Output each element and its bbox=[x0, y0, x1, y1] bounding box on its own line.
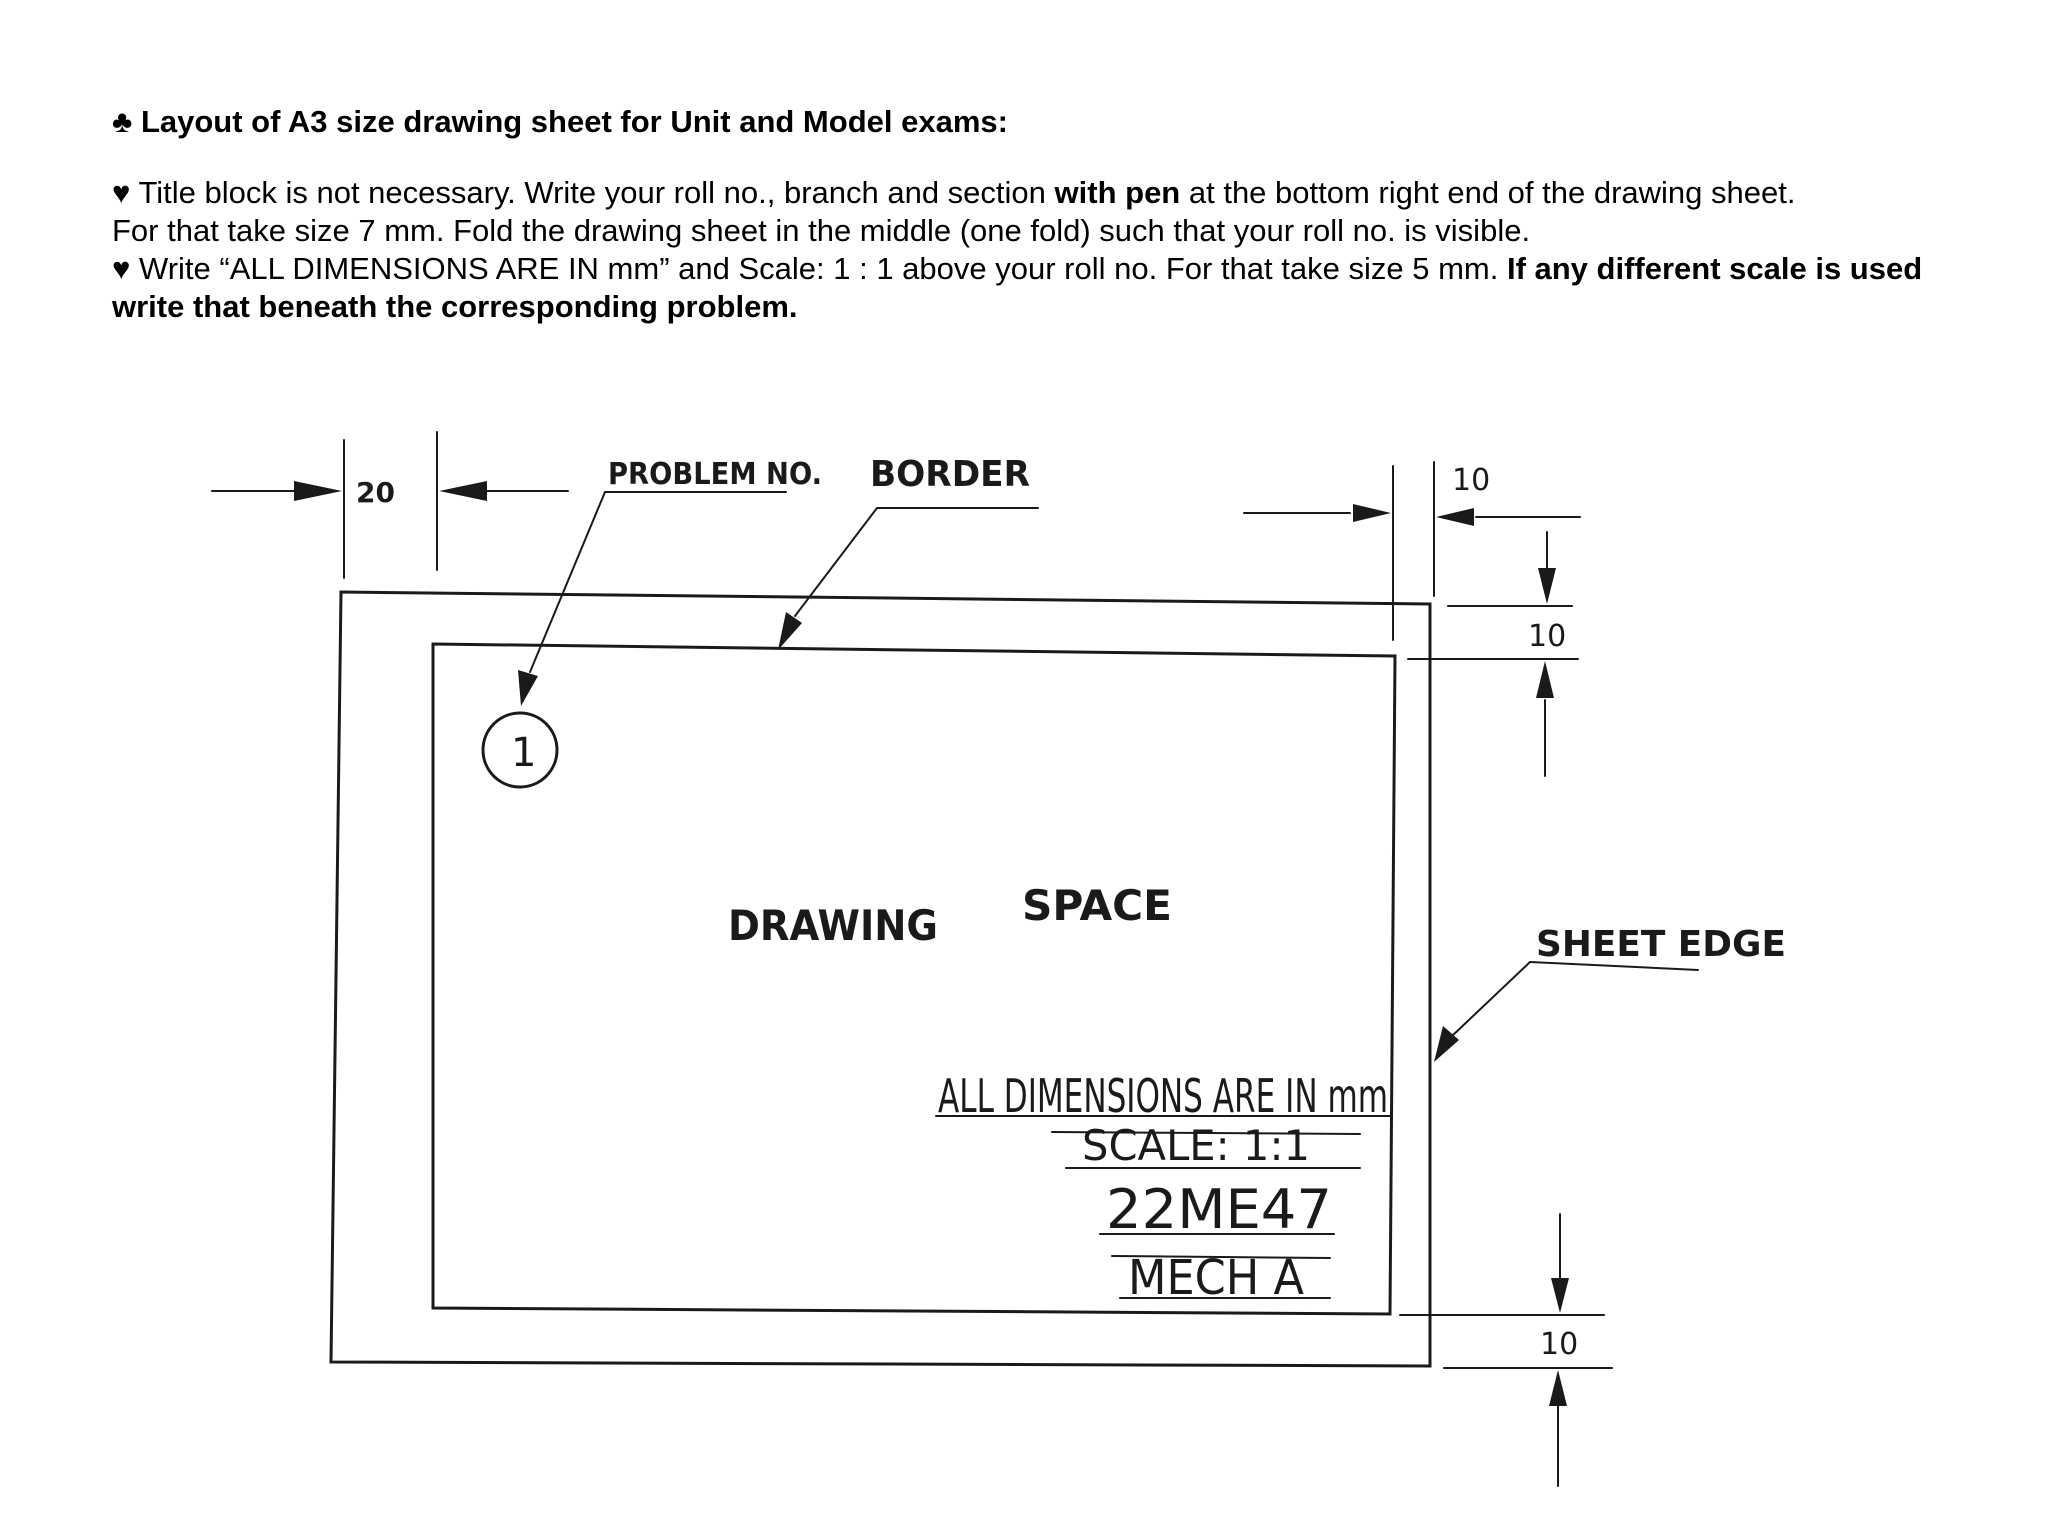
problem-number: 1 bbox=[511, 730, 536, 776]
roll-number: 22ME47 bbox=[1106, 1178, 1332, 1241]
dim-right-top-arrow-1 bbox=[1538, 568, 1556, 604]
instruction-title-block: ♥ Title block is not necessary. Write yo… bbox=[112, 174, 1972, 250]
dim-right-top-value: 10 bbox=[1528, 619, 1566, 654]
dim-right-top-arrow-2 bbox=[1536, 661, 1554, 698]
dim-left-arrow-1 bbox=[294, 481, 342, 501]
instruction-dimensions-text: ♥ Write “ALL DIMENSIONS ARE IN mm” and S… bbox=[112, 251, 1507, 286]
instruction-fold: For that take size 7 mm. Fold the drawin… bbox=[112, 213, 1531, 248]
label-drawing-space-2: SPACE bbox=[1022, 881, 1172, 930]
problem-no-leader bbox=[529, 491, 606, 673]
sheet-edge-rectangle bbox=[329, 590, 1432, 1368]
sheet-edge-arrow bbox=[1434, 1026, 1459, 1062]
instruction-different-scale: If any different scale is used write tha… bbox=[112, 251, 1923, 324]
dim-top-right-arrow-1 bbox=[1353, 504, 1391, 522]
scale-note-underline-top bbox=[1051, 1131, 1361, 1135]
label-problem-no: PROBLEM NO. bbox=[608, 457, 822, 492]
instruction-title-block-text-a: ♥ Title block is not necessary. Write yo… bbox=[112, 175, 1055, 210]
scale-note: SCALE: 1:1 bbox=[1082, 1121, 1310, 1170]
sheet-edge-leader bbox=[1451, 961, 1531, 1037]
instructions: ♣ Layout of A3 size drawing sheet for Un… bbox=[112, 98, 1972, 326]
instruction-with-pen: with pen bbox=[1054, 175, 1181, 210]
dim-left-value: 20 bbox=[356, 476, 395, 509]
dimensions-note: ALL DIMENSIONS ARE IN mm bbox=[938, 1069, 1388, 1123]
border-arrow bbox=[778, 612, 802, 650]
label-sheet-edge: SHEET EDGE bbox=[1536, 924, 1786, 965]
dim-right-bottom-value: 10 bbox=[1540, 1327, 1578, 1362]
problem-number-circle bbox=[481, 711, 559, 789]
border-leader bbox=[794, 507, 878, 617]
instruction-dimensions: ♥ Write “ALL DIMENSIONS ARE IN mm” and S… bbox=[112, 250, 1972, 326]
problem-no-arrow bbox=[518, 670, 538, 706]
dim-top-right-arrow-2 bbox=[1436, 508, 1474, 526]
dim-right-bottom-arrow-1 bbox=[1551, 1278, 1569, 1313]
label-border: BORDER bbox=[870, 454, 1030, 495]
dim-right-bottom-arrow-2 bbox=[1549, 1370, 1567, 1406]
dim-top-right-value: 10 bbox=[1452, 463, 1490, 498]
branch-section-underline-top bbox=[1111, 1255, 1331, 1259]
sheet-edge-underline bbox=[1529, 961, 1699, 971]
page-heading: ♣ Layout of A3 size drawing sheet for Un… bbox=[112, 104, 1008, 139]
instruction-title-block-text-b: at the bottom right end of the drawing s… bbox=[1180, 175, 1796, 210]
border-rectangle bbox=[431, 642, 1397, 1316]
dim-left-arrow-2 bbox=[439, 481, 487, 501]
branch-section: MECH A bbox=[1128, 1250, 1304, 1306]
label-drawing-space-1: DRAWING bbox=[728, 901, 938, 950]
